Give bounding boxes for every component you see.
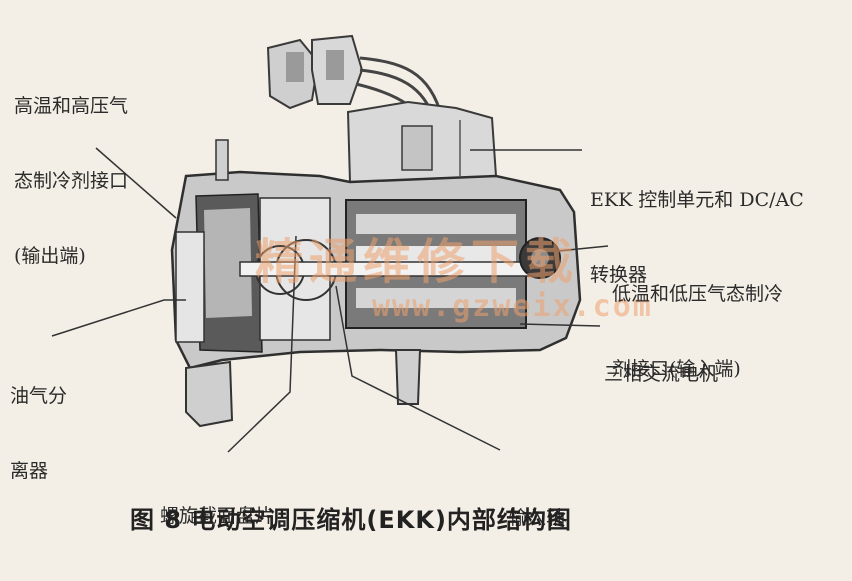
label-scroll-line1: 螺旋截面盘片 [160, 505, 275, 527]
watermark-url: www.gzweix.com [372, 289, 653, 324]
connector-plug [266, 34, 364, 110]
label-shaft-line1: 输入轴 [508, 507, 566, 529]
leader-hp-outlet [95, 147, 177, 219]
label-hp-outlet-line2: 态制冷剂接口 [14, 170, 129, 192]
label-ekk-line1: EKK 控制单元和 DC/AC [590, 189, 804, 211]
label-lp-inlet-line1: 低温和低压气态制冷 [612, 283, 784, 305]
compressor-illustration [51, 34, 609, 453]
label-oil-sep-line1: 油气分 [10, 385, 68, 407]
label-hp-outlet: 高温和高压气 态制冷剂接口 (输出端) [14, 44, 128, 319]
leader-lines [51, 147, 609, 453]
label-scroll-plate: 螺旋截面盘片 [160, 454, 274, 579]
label-ekk-control: EKK 控制单元和 DC/AC 转换器 [590, 138, 804, 338]
label-hp-outlet-line3: (输出端) [14, 245, 86, 267]
watermark-cn: 精通维修下载 [255, 234, 580, 290]
leader-oil-sep [51, 299, 186, 337]
label-motor-line1: 三相交流电机 [604, 363, 719, 385]
label-input-shaft: 输入轴 [508, 456, 565, 581]
ekk-control-unit [346, 100, 498, 188]
figure-caption: 图 8 电动空调压缩机(EKK)内部结构图 [130, 506, 572, 534]
diagram-stage: 精通维修下载 www.gzweix.com 高温和高压气 态制冷剂接口 (输出端… [10, 34, 804, 534]
label-oil-separator: 油气分 离器 [10, 334, 67, 534]
label-hp-outlet-line1: 高温和高压气 [14, 95, 129, 117]
label-lp-inlet: 低温和低压气态制冷 剂接口(输入端) [612, 232, 783, 432]
label-lp-inlet-line2: 剂接口(输入端) [612, 358, 741, 380]
label-ekk-line2: 转换器 [590, 264, 648, 286]
leader-motor [519, 323, 601, 327]
compressor-housing [170, 139, 582, 428]
leader-lp-inlet [547, 245, 609, 253]
leader-shaft [335, 285, 501, 451]
label-motor: 三相交流电机 [604, 312, 718, 437]
leader-scroll [227, 235, 297, 453]
label-oil-sep-line2: 离器 [10, 460, 49, 482]
